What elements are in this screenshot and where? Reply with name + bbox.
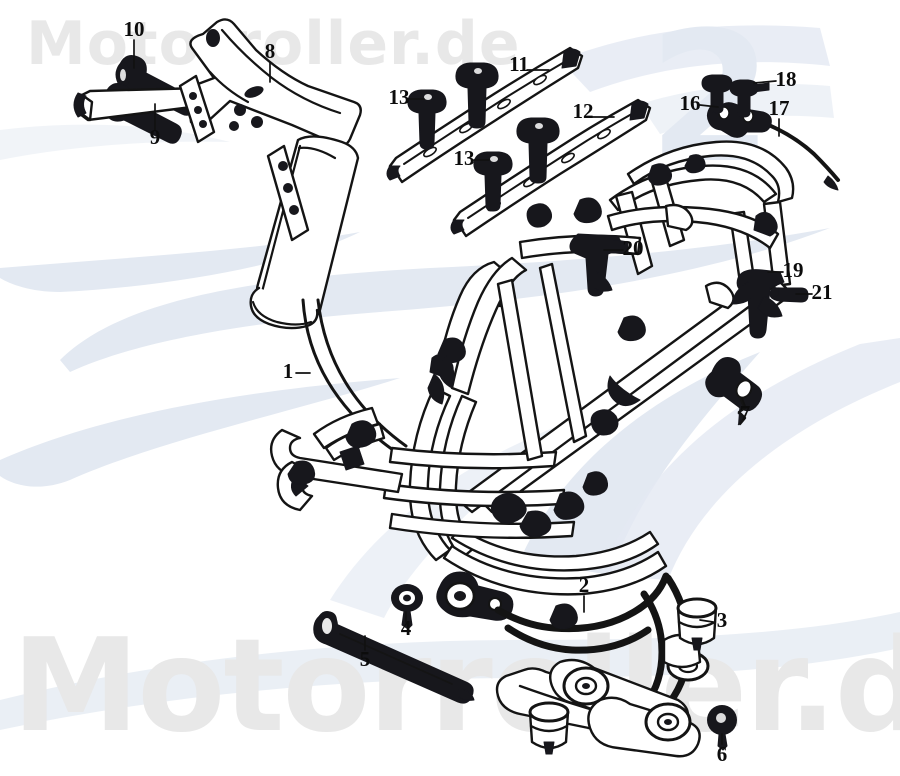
callout-21: 21	[812, 280, 833, 304]
part-6-stand-nut	[707, 705, 737, 751]
callout-10: 10	[124, 17, 145, 41]
callout-6: 6	[717, 742, 728, 766]
main-frame-assembly	[269, 140, 795, 596]
callout-13-upper: 13	[389, 85, 410, 109]
callout-18: 18	[776, 67, 797, 91]
leader-lines	[133, 39, 813, 745]
callout-11: 11	[509, 52, 529, 76]
part-19-rear-bracket	[731, 269, 785, 339]
callout-19: 19	[783, 258, 804, 282]
part-3b-stand-rubber-stopper	[528, 701, 570, 755]
part-1-steering-head-tube	[249, 135, 408, 452]
callout-17: 17	[769, 96, 790, 120]
part-3-stand-rubber-stopper	[676, 597, 718, 651]
part-2-center-stand	[436, 571, 710, 758]
part-8-front-bracket-plate	[178, 18, 362, 147]
callout-9: 9	[150, 125, 161, 149]
callout-7: 7	[740, 401, 751, 425]
part-4-spring-collar-bush	[391, 584, 423, 630]
bolt-13-upper	[407, 89, 447, 150]
part-7-frame-bolt	[705, 357, 762, 426]
part-13-rail-mount-bolts	[407, 62, 560, 212]
bolt-12-mount	[516, 117, 560, 184]
callout-16: 16	[680, 91, 701, 115]
leader-18	[753, 80, 777, 84]
leader-16	[699, 104, 719, 108]
bolt-13-lower	[473, 151, 513, 212]
callout-5: 5	[360, 647, 371, 671]
callout-12: 12	[573, 99, 594, 123]
callout-2: 2	[579, 573, 590, 597]
part-20-engine-hanger-bracket	[569, 233, 629, 297]
callout-8: 8	[265, 39, 276, 63]
callout-3: 3	[717, 608, 728, 632]
callout-13-lower: 13	[454, 146, 475, 170]
part-12-right-floorboard-rail	[450, 98, 652, 238]
leader-3	[699, 619, 714, 623]
part-5-stand-pivot-shaft	[313, 611, 475, 704]
bolt-11-mount	[455, 62, 499, 129]
part-21-bracket-bolt	[769, 287, 809, 303]
leader-7	[741, 397, 746, 407]
callout-1: 1	[283, 359, 294, 383]
part-16-17-18-clamp-assembly	[701, 74, 840, 191]
callout-labels: 10 8 9 11 13 12 13 16 18 17 20 19 21 1 7…	[124, 17, 833, 766]
callout-4: 4	[401, 616, 412, 640]
callout-20: 20	[623, 236, 644, 260]
